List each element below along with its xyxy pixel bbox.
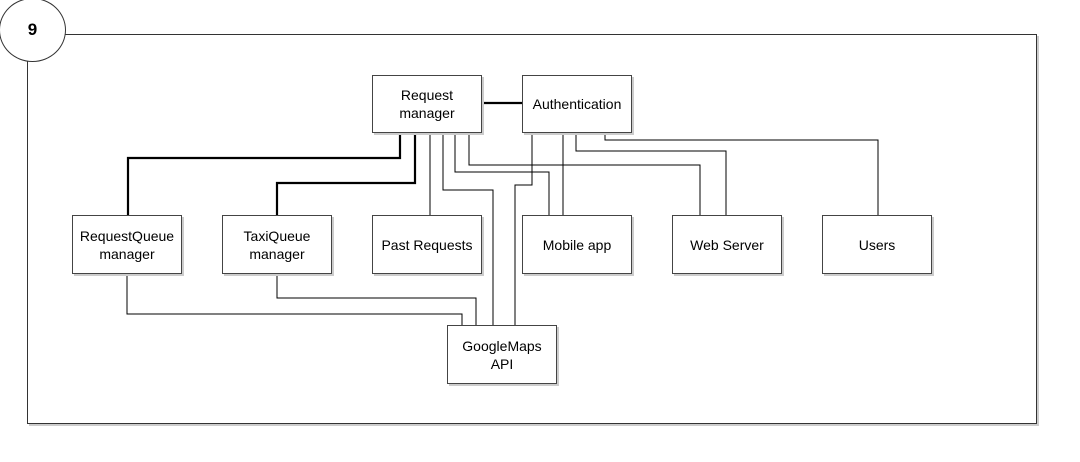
taxi-queue-manager-box: TaxiQueue manager [222, 215, 332, 274]
link-auth-webserver [575, 133, 727, 215]
request-queue-manager-label: RequestQueue manager [79, 227, 175, 262]
link-taxiqueue-googlemaps [276, 274, 477, 325]
link-request-taxiqueue [275, 133, 417, 215]
request-queue-manager-box: RequestQueue manager [72, 215, 182, 274]
request-manager-label: Request manager [399, 87, 455, 121]
google-maps-api-box: GoogleMaps API [447, 325, 557, 384]
past-requests-label: Past Requests [381, 236, 473, 253]
mobile-app-label: Mobile app [542, 236, 612, 253]
mobile-app-box: Mobile app [522, 215, 632, 274]
diagram-frame [27, 34, 1037, 424]
link-auth-users [604, 133, 879, 215]
request-manager-box: Request manager [372, 75, 482, 133]
link-request-googlemaps [442, 133, 494, 325]
link-request-mobileapp [454, 133, 550, 215]
taxi-queue-manager-label: TaxiQueue manager [243, 227, 311, 262]
frame-shadow-right [1037, 36, 1039, 426]
web-server-label: Web Server [690, 236, 764, 253]
figure-number: 9 [27, 20, 38, 39]
users-label: Users [858, 236, 896, 253]
authentication-box: Authentication [522, 75, 632, 133]
users-box: Users [822, 215, 932, 274]
frame-shadow [29, 424, 1039, 426]
link-request-webserver [468, 133, 701, 215]
link-request-requestqueue [126, 133, 402, 215]
authentication-label: Authentication [532, 96, 622, 112]
link-requestqueue-googlemaps [126, 274, 463, 325]
figure-number-badge: 9 [0, 0, 66, 62]
link-auth-googlemaps [514, 133, 533, 325]
google-maps-api-label: GoogleMaps API [462, 337, 542, 372]
past-requests-box: Past Requests [372, 215, 482, 274]
web-server-box: Web Server [672, 215, 782, 274]
